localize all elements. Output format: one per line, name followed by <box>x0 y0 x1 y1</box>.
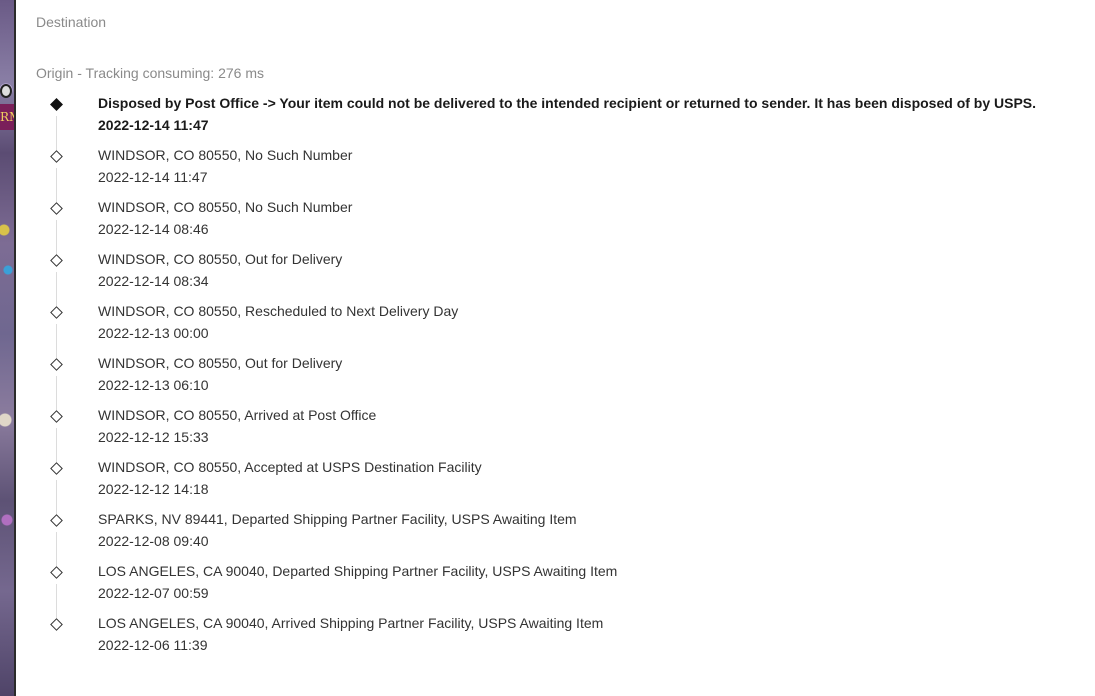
timeline-event: WINDSOR, CO 80550, Out for Delivery 2022… <box>40 250 1080 306</box>
event-description: LOS ANGELES, CA 90040, Arrived Shipping … <box>98 615 604 631</box>
event-time: 2022-12-12 14:18 <box>98 481 209 497</box>
origin-label: Origin - Tracking consuming: 276 ms <box>36 65 264 81</box>
timeline-connector <box>56 480 57 514</box>
background-game-art <box>0 0 14 696</box>
event-description: WINDSOR, CO 80550, Rescheduled to Next D… <box>98 303 459 319</box>
timeline-event: LOS ANGELES, CA 90040, Arrived Shipping … <box>40 614 1080 666</box>
timeline-event: WINDSOR, CO 80550, Accepted at USPS Dest… <box>40 458 1080 514</box>
event-time: 2022-12-13 06:10 <box>98 377 209 393</box>
timeline-event: WINDSOR, CO 80550, Out for Delivery 2022… <box>40 354 1080 410</box>
timeline-event: WINDSOR, CO 80550, No Such Number 2022-1… <box>40 146 1080 202</box>
diamond-outline-icon <box>50 514 63 527</box>
diamond-filled-icon <box>50 98 63 111</box>
timeline-connector <box>56 532 57 566</box>
diamond-outline-icon <box>50 306 63 319</box>
event-time: 2022-12-14 08:34 <box>98 273 209 289</box>
diamond-outline-icon <box>50 410 63 423</box>
timeline-connector <box>56 428 57 462</box>
timeline-event: WINDSOR, CO 80550, No Such Number 2022-1… <box>40 198 1080 254</box>
event-description: WINDSOR, CO 80550, Accepted at USPS Dest… <box>98 459 482 475</box>
timeline-connector <box>56 116 57 150</box>
panel-left-border <box>14 0 16 696</box>
background-ring-icon <box>0 84 12 98</box>
diamond-outline-icon <box>50 618 63 631</box>
timeline-event: LOS ANGELES, CA 90040, Departed Shipping… <box>40 562 1080 618</box>
event-time: 2022-12-07 00:59 <box>98 585 209 601</box>
event-description: WINDSOR, CO 80550, Out for Delivery <box>98 251 343 267</box>
timeline-event: Disposed by Post Office -> Your item cou… <box>40 94 1080 150</box>
timeline-connector <box>56 220 57 254</box>
event-time: 2022-12-06 11:39 <box>98 637 208 653</box>
diamond-outline-icon <box>50 462 63 475</box>
timeline-connector <box>56 272 57 306</box>
diamond-outline-icon <box>50 566 63 579</box>
timeline-connector <box>56 168 57 202</box>
timeline-event: WINDSOR, CO 80550, Arrived at Post Offic… <box>40 406 1080 462</box>
event-time: 2022-12-14 11:47 <box>98 117 209 133</box>
event-description: WINDSOR, CO 80550, No Such Number <box>98 199 353 215</box>
event-time: 2022-12-13 00:00 <box>98 325 209 341</box>
timeline-event: SPARKS, NV 89441, Departed Shipping Part… <box>40 510 1080 566</box>
diamond-outline-icon <box>50 202 63 215</box>
event-description: WINDSOR, CO 80550, Arrived at Post Offic… <box>98 407 377 423</box>
diamond-outline-icon <box>50 150 63 163</box>
event-description: WINDSOR, CO 80550, No Such Number <box>98 147 353 163</box>
diamond-outline-icon <box>50 358 63 371</box>
event-description: LOS ANGELES, CA 90040, Departed Shipping… <box>98 563 618 579</box>
event-time: 2022-12-14 08:46 <box>98 221 209 237</box>
tracking-timeline: Disposed by Post Office -> Your item cou… <box>40 94 1080 666</box>
event-time: 2022-12-14 11:47 <box>98 169 208 185</box>
timeline-connector <box>56 324 57 358</box>
event-description: WINDSOR, CO 80550, Out for Delivery <box>98 355 343 371</box>
timeline-connector <box>56 584 57 618</box>
destination-label: Destination <box>36 14 107 30</box>
diamond-outline-icon <box>50 254 63 267</box>
timeline-connector <box>56 376 57 410</box>
timeline-event: WINDSOR, CO 80550, Rescheduled to Next D… <box>40 302 1080 358</box>
event-time: 2022-12-12 15:33 <box>98 429 209 445</box>
background-sign: RM <box>0 104 16 130</box>
event-description: SPARKS, NV 89441, Departed Shipping Part… <box>98 511 577 527</box>
event-description: Disposed by Post Office -> Your item cou… <box>98 95 1037 111</box>
event-time: 2022-12-08 09:40 <box>98 533 209 549</box>
